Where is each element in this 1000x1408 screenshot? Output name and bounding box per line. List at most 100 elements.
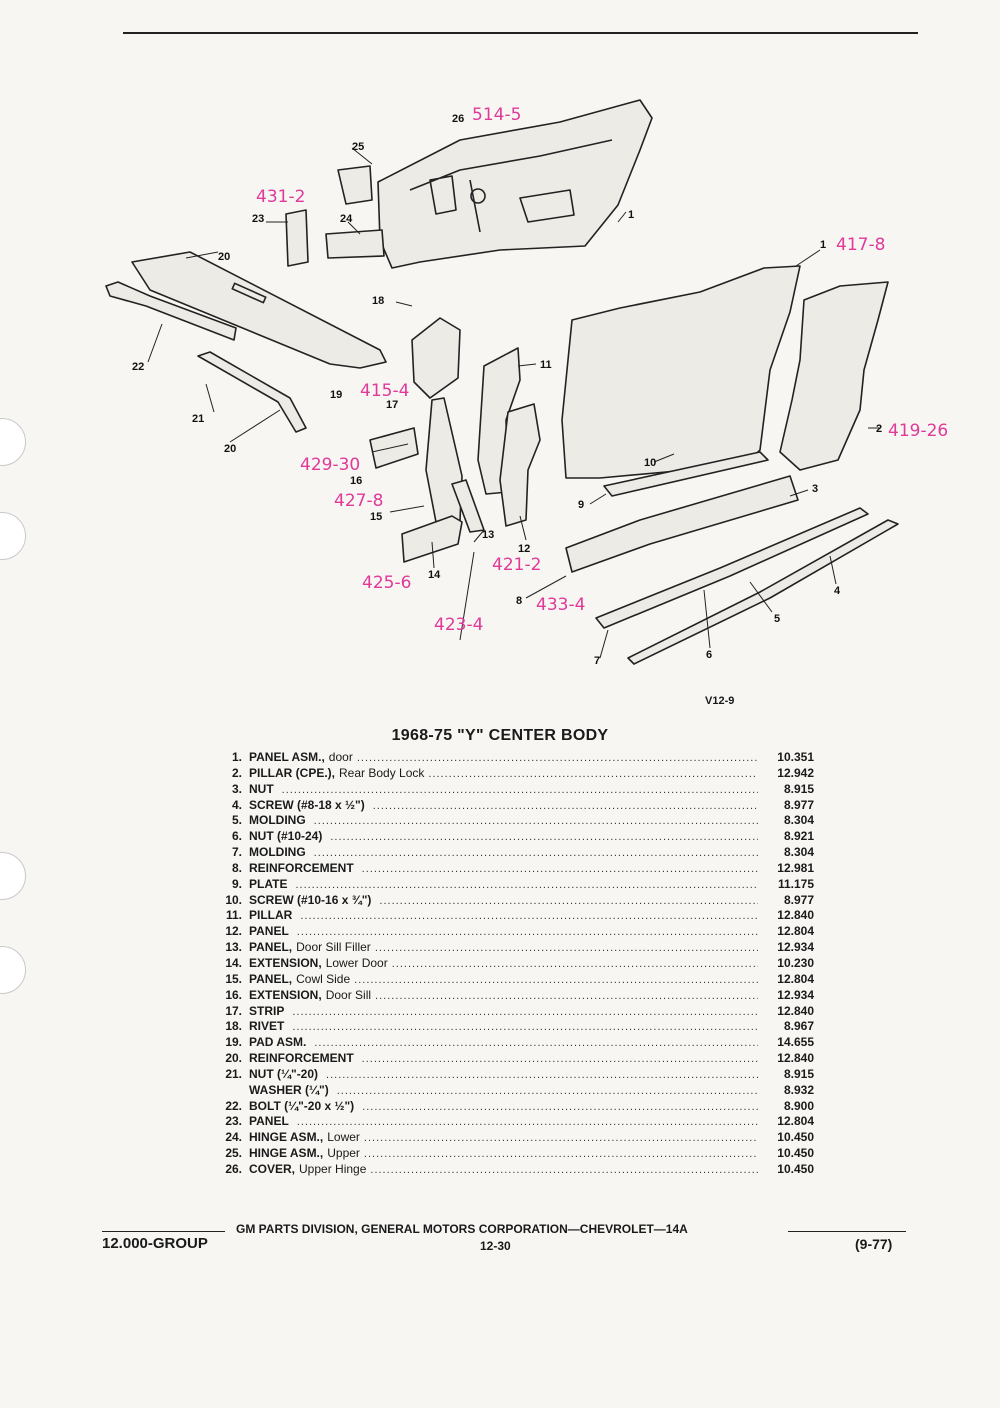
part-description: Lower [327,1130,360,1145]
parts-list-row: 13.PANEL,Door Sill Filler12.934 [208,940,814,956]
part-name: NUT (¼"-20) [249,1066,319,1081]
plate-9 [603,451,769,497]
handwritten-note: 514-5 [472,105,521,125]
parts-list-row: 21.NUT (¼"-20)8.915 [208,1067,814,1083]
group-code: 8.304 [783,845,814,860]
part-name: COVER, [249,1161,296,1176]
callout: 10 [644,457,656,469]
part-name: NUT (#10-24) [249,829,323,844]
part-name: PANEL, [249,971,293,986]
callout: 6 [706,649,712,661]
footer-rule [102,1231,225,1232]
callout: 2 [876,423,882,435]
part-description: Upper [327,1146,360,1161]
part-name: PILLAR [249,908,293,923]
parts-list-row: 19.PAD ASM.14.655 [208,1035,814,1051]
callout: 13 [482,529,494,541]
callout: 26 [452,113,464,125]
leader-dots [362,862,758,877]
handwritten-note: 429-30 [300,455,360,475]
part-description: Upper Hinge [299,1161,367,1176]
callout: 22 [132,361,144,373]
part-name: RIVET [249,1019,285,1034]
leader-dots [362,1052,758,1067]
footer-date: (9-77) [855,1236,893,1252]
parts-list-row: 3.NUT8.915 [208,782,814,798]
leader-dots [364,1147,758,1162]
group-code: 12.804 [777,971,814,986]
footer-group: 12.000-GROUP [102,1235,208,1252]
lower-hinge [325,229,385,259]
part-number: 7. [231,845,242,860]
callout: 20 [218,251,230,263]
parts-list-row: 14.EXTENSION,Lower Door10.230 [208,956,814,972]
cowl-side-panel [425,397,463,523]
part-number: 14. [225,955,242,970]
part-number: 18. [225,1019,242,1034]
parts-list-row: WASHER (¼")8.932 [208,1083,814,1099]
part-number: 11. [225,908,242,923]
part-number: 24. [225,1130,242,1145]
group-code: 12.804 [777,924,814,939]
leader-dots [373,799,758,814]
part-name: HINGE ASM., [249,1130,324,1145]
parts-list-row: 6.NUT (#10-24)8.921 [208,829,814,845]
part-name: SCREW (#10-16 x ¾") [249,892,372,907]
part-number: 22. [225,1098,242,1113]
part-name: NUT [249,781,274,796]
part-name: PANEL [249,1114,289,1129]
parts-list-row: 11. PILLAR 12.840 [208,908,814,924]
group-code: 10.450 [777,1146,814,1161]
handwritten-note: 415-4 [360,381,409,401]
part-name: PANEL [249,924,289,939]
leader-dots [379,894,758,909]
part-number: 19. [225,1035,242,1050]
group-code: 12.840 [777,908,814,923]
part-number: 9. [231,876,242,891]
part-number: 26. [225,1161,242,1176]
part-name: EXTENSION, [249,987,322,1002]
handwritten-note: 417-8 [836,235,885,255]
group-code: 8.915 [783,1066,814,1081]
parts-list-row: 1.PANEL ASM.,door10.351 [208,750,814,766]
parts-list-row: 10.SCREW (#10-16 x ¾")8.977 [208,893,814,909]
parts-list-row: 23.PANEL12.804 [208,1114,814,1130]
handwritten-note: 427-8 [334,491,383,511]
group-code: 12.840 [777,1003,814,1018]
group-code: 8.304 [783,813,814,828]
leader-dots [337,1084,758,1099]
part-name: MOLDING [249,813,306,828]
exploded-parts-diagram: 26 25 23 24 1 20 1 18 22 11 19 17 21 2 2… [105,99,948,667]
strip-17 [411,317,461,399]
group-code: 8.977 [783,797,814,812]
group-code: 14.655 [777,1035,814,1050]
group-code: 12.934 [777,940,814,955]
leader-dots [362,1100,758,1115]
part-description: Door Sill Filler [296,940,371,955]
group-code: 12.804 [777,1114,814,1129]
leader-dots [392,957,758,972]
part-description: Door Sill [325,987,372,1002]
door-outer-panel [561,265,801,479]
leader-dots [370,1163,758,1178]
part-number: 3. [231,781,242,796]
group-code: 8.900 [783,1098,814,1113]
part-name: PANEL, [249,940,293,955]
rear-body-lock-pillar [779,281,889,471]
figure-code: V12-9 [705,695,735,707]
parts-list-row: 9.PLATE11.175 [208,877,814,893]
callout: 7 [594,655,600,667]
part-description: door [328,750,353,764]
part-name: PLATE [249,876,288,891]
parts-list-row: 17.STRIP12.840 [208,1004,814,1020]
leader-dots [326,1068,758,1083]
handwritten-note: 431-2 [256,187,305,207]
leader-dots [297,1115,758,1130]
binder-hole [0,946,26,994]
footer-rule [788,1231,906,1232]
reinforcement-lower [197,351,307,433]
callout: 11 [540,359,552,371]
leader-dots [314,1036,758,1051]
door-sill-extension [369,427,419,469]
page-title: 1968-75 "Y" CENTER BODY [391,727,609,744]
